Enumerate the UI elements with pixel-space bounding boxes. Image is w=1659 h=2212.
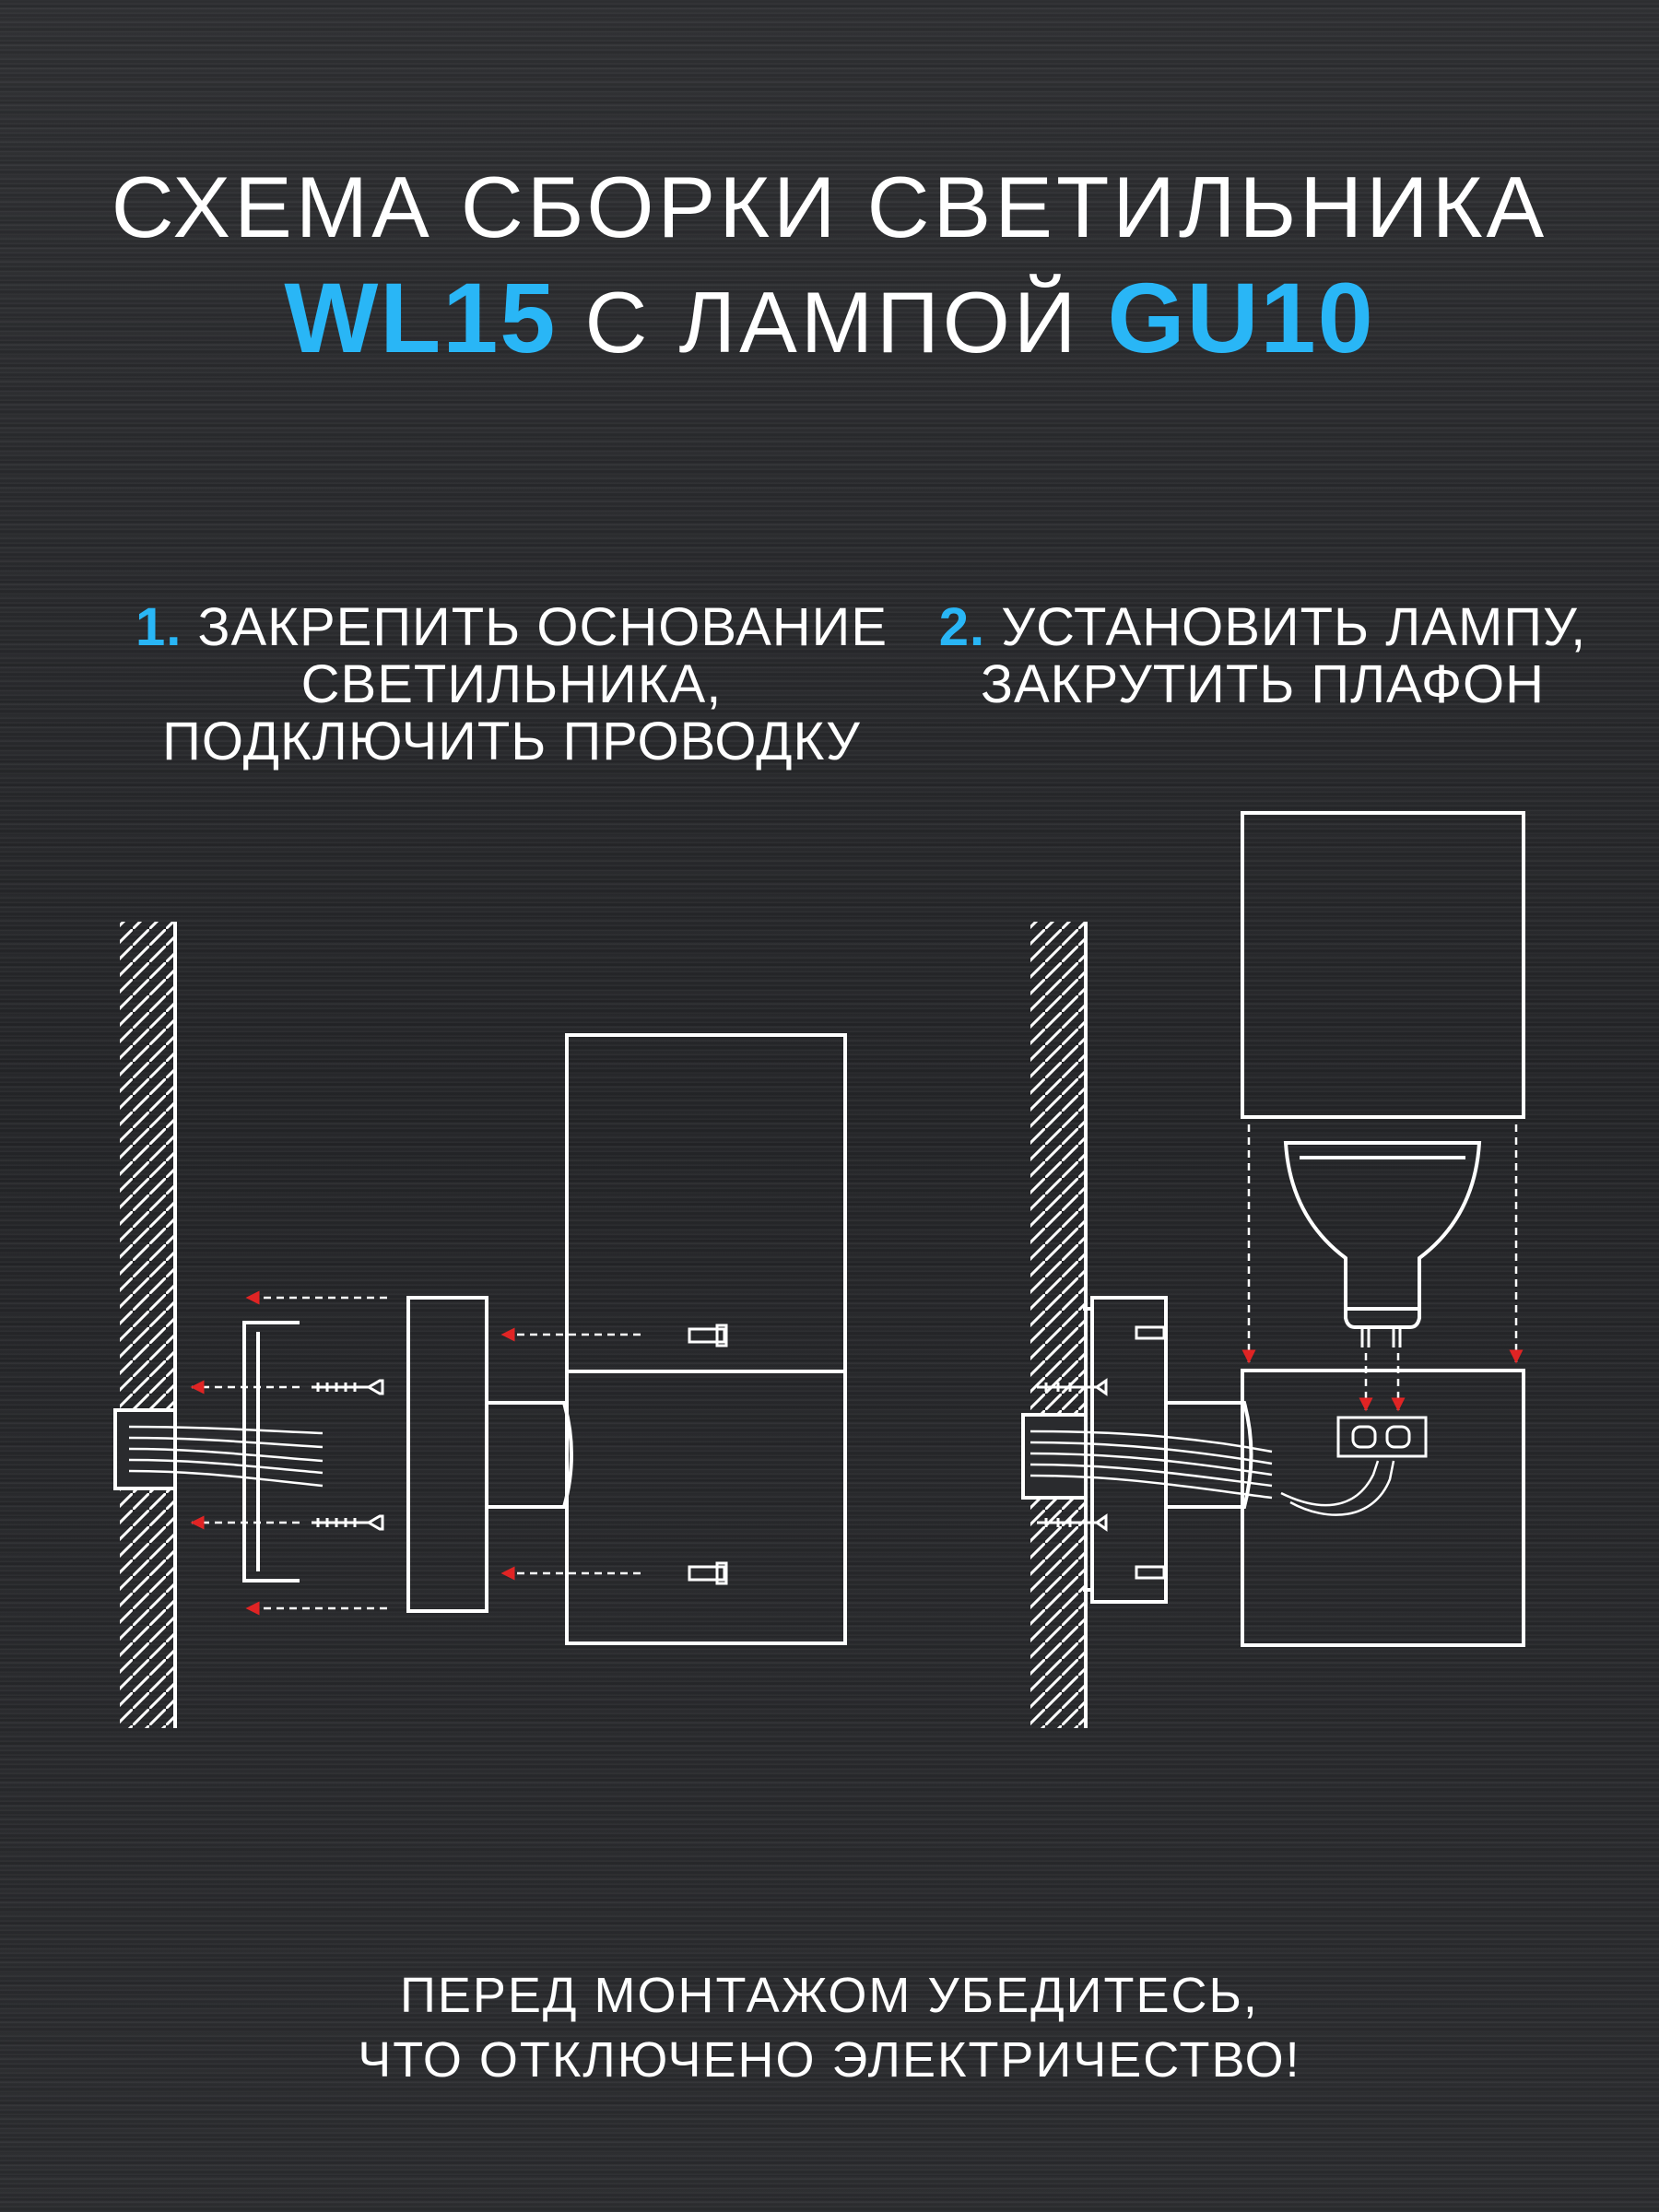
- terminal-block-icon: [1336, 1416, 1428, 1458]
- wire-bundle-icon: [128, 1425, 324, 1488]
- warning-line-1: ПЕРЕД МОНТАЖОМ УБЕДИТЕСЬ,: [400, 1968, 1259, 2023]
- lamp-body: [565, 1033, 847, 1645]
- step-2-number: 2.: [938, 597, 986, 657]
- step-2-arrows: [1241, 1124, 1524, 1412]
- bolt-icon-2: [1135, 1325, 1166, 1580]
- lamp-gu10-icon: [1283, 1141, 1482, 1347]
- screw-icon-upper: [312, 1379, 384, 1395]
- mounting-bracket-icon: [242, 1321, 300, 1583]
- step-1-line-1: ЗАКРЕПИТЬ ОСНОВАНИЕ: [197, 597, 888, 657]
- lamp-shade-2: [1241, 811, 1525, 1119]
- step-2-line-2: ЗАКРУТИТЬ ПЛАФОН: [980, 654, 1546, 714]
- step-1-line-3: ПОДКЛЮЧИТЬ ПРОВОДКУ: [162, 712, 861, 771]
- safety-warning: ПЕРЕД МОНТАЖОМ УБЕДИТЕСЬ, ЧТО ОТКЛЮЧЕНО …: [0, 1963, 1659, 2092]
- step-1-arrows: [190, 1290, 641, 1616]
- lamp-neck: [487, 1401, 573, 1509]
- step-2-diagram: [1021, 811, 1525, 1728]
- step-2-line-1: УСТАНОВИТЬ ЛАМПУ,: [1001, 597, 1587, 657]
- bolt-icon-upper: [688, 1324, 728, 1347]
- wall-hatch-icon: [120, 922, 177, 1728]
- screw-icon-lower: [312, 1514, 384, 1531]
- step-1-line-2: СВЕТИЛЬНИКА,: [300, 654, 723, 714]
- lamp-type: GU10: [1107, 262, 1375, 373]
- page-title-line2: WL15 С ЛАМПОЙ GU10: [0, 263, 1659, 378]
- bolt-icon-lower: [688, 1561, 728, 1585]
- warning-line-2: ЧТО ОТКЛЮЧЕНО ЭЛЕКТРИЧЕСТВО!: [358, 2032, 1301, 2088]
- step-2-caption: 2. УСТАНОВИТЬ ЛАМПУ, ЗАКРУТИТЬ ПЛАФОН: [931, 599, 1594, 713]
- title-middle: С ЛАМПОЙ: [557, 274, 1108, 371]
- model-name: WL15: [284, 262, 558, 373]
- step-1-diagram: [113, 922, 847, 1728]
- step-1-caption: 1. ЗАКРЕПИТЬ ОСНОВАНИЕ СВЕТИЛЬНИКА, ПОДК…: [120, 599, 903, 771]
- mounting-bracket-icon-2: [1090, 1296, 1168, 1604]
- wall-hole-2: [1021, 1413, 1088, 1500]
- page-title-line1: СХЕМА СБОРКИ СВЕТИЛЬНИКА: [111, 159, 1548, 255]
- lamp-body-lower-2: [1241, 1369, 1525, 1647]
- step-1-number: 1.: [135, 597, 182, 657]
- dowel-screw-icon-lower: [1037, 1513, 1108, 1532]
- lamp-base-plate: [406, 1296, 488, 1613]
- wall-hatch-icon-2: [1030, 922, 1088, 1728]
- lamp-neck-2: [1166, 1401, 1253, 1509]
- dowel-screw-icon-upper: [1037, 1378, 1108, 1396]
